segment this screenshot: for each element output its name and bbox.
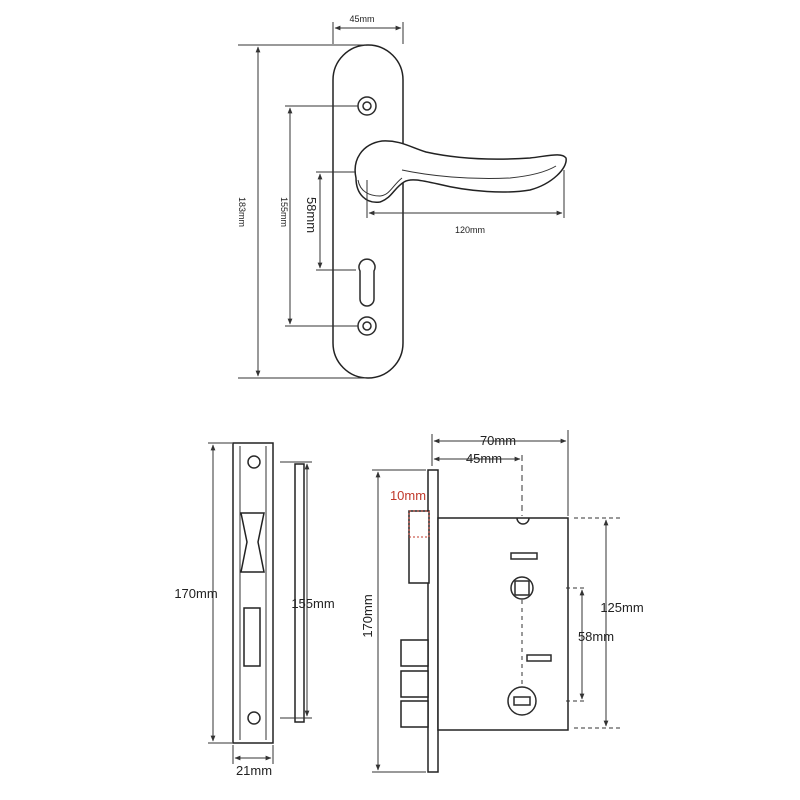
lock-height-label: 170mm xyxy=(360,594,375,637)
case-slot xyxy=(526,654,552,662)
lock-case xyxy=(437,517,569,731)
faceplate-screw-spacing-label: 155mm xyxy=(291,596,334,611)
lever-handle xyxy=(354,140,567,203)
lock-width-label: 70mm xyxy=(480,433,516,448)
handle-length-label: 120mm xyxy=(455,225,485,235)
latch-bolt xyxy=(240,512,265,573)
lock-screw-spacing-label: 125mm xyxy=(600,600,643,615)
faceplate-side-strip xyxy=(294,463,305,723)
lock-body-view: 70mm 45mm 10mm 170mm 125mm 58mm xyxy=(360,430,644,773)
lock-handle-to-key-label: 58mm xyxy=(578,629,614,644)
faceplate-view: 170mm 155mm 21mm xyxy=(174,442,335,778)
back-plate xyxy=(332,44,404,379)
case-top-notch xyxy=(516,517,530,525)
faceplate-outer xyxy=(232,442,274,744)
deadbolt-segment xyxy=(400,700,429,728)
deadbolt-segment xyxy=(400,670,429,698)
deadbolt xyxy=(243,607,261,667)
faceplate-width-label: 21mm xyxy=(236,763,272,778)
cylinder-hole xyxy=(507,686,537,716)
spindle-follower xyxy=(510,576,534,600)
screw-spacing-label: 155mm xyxy=(279,197,289,227)
lock-latch xyxy=(408,510,430,584)
offset-highlight xyxy=(408,510,430,538)
handle-plate-view: 45mm 183mm 155mm 58mm 120mm xyxy=(237,14,567,379)
faceplate-bottom-screw xyxy=(247,711,261,725)
plate-width-label: 45mm xyxy=(349,14,374,24)
faceplate-height-label: 170mm xyxy=(174,586,217,601)
handle-rose-curve xyxy=(357,177,403,197)
offset-label: 10mm xyxy=(390,488,426,503)
case-slot xyxy=(510,552,538,560)
handle-edge-line xyxy=(401,165,557,180)
keyhole-slot xyxy=(358,258,376,307)
backset-label: 45mm xyxy=(466,451,502,466)
plate-height-label: 183mm xyxy=(237,197,247,227)
deadbolt-segment xyxy=(400,639,429,667)
faceplate-top-screw xyxy=(247,455,261,469)
handle-to-key-label: 58mm xyxy=(304,197,319,233)
